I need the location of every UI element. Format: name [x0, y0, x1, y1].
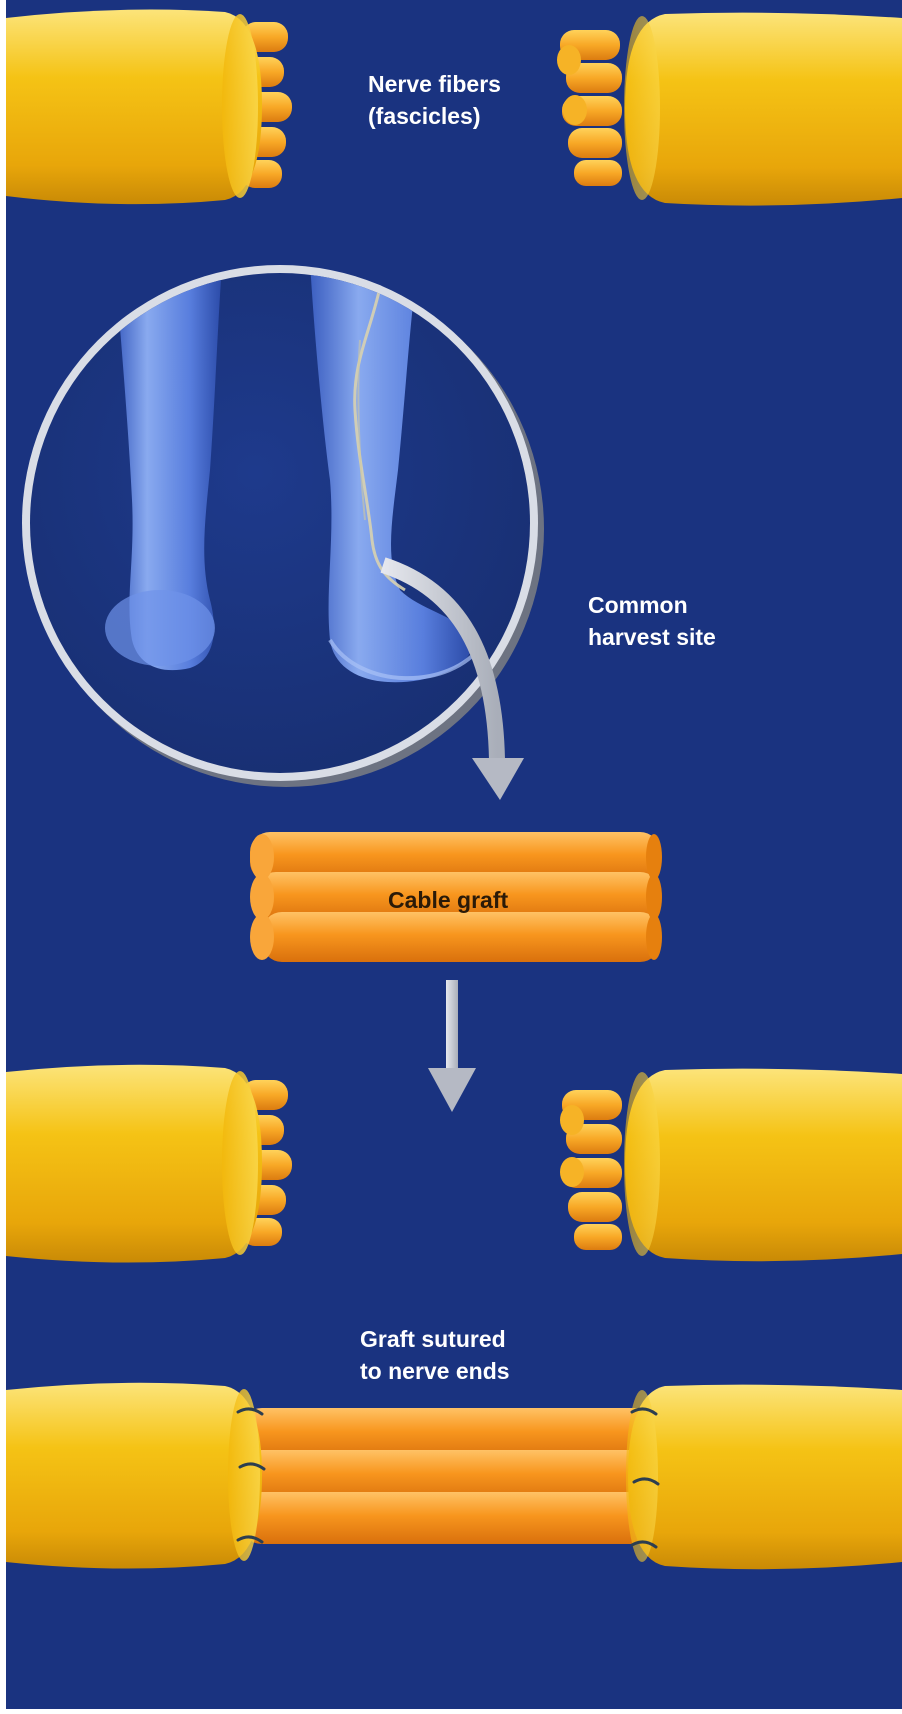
- nerve-end-left-top: [6, 10, 292, 205]
- nerve-end-right-top: [557, 13, 902, 206]
- harvest-site-label: Common harvest site: [588, 589, 716, 653]
- nerve-fibers-label: Nerve fibers (fascicles): [368, 68, 501, 132]
- nerve-end-left-middle: [6, 1065, 292, 1263]
- graft-sutured-label: Graft sutured to nerve ends: [360, 1323, 510, 1387]
- cable-graft-label: Cable graft: [388, 884, 508, 916]
- nerve-end-right-middle: [560, 1069, 902, 1262]
- sutured-graft-assembly: [6, 1383, 902, 1569]
